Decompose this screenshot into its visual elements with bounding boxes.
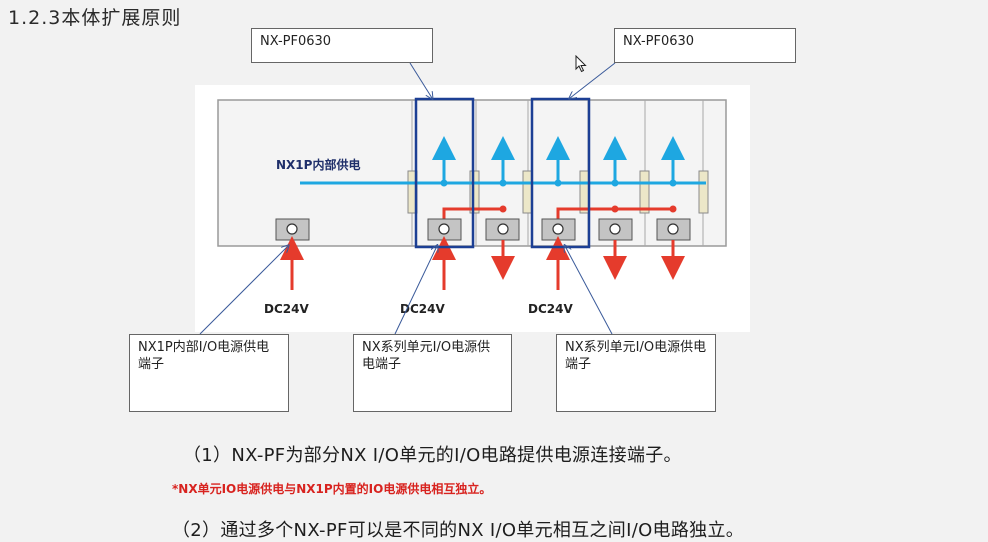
callout-nx1p-terminal: NX1P内部I/O电源供电端子 xyxy=(129,334,289,412)
mouse-cursor-icon xyxy=(575,55,587,73)
io-output-arrows xyxy=(491,240,685,280)
dc24v-input-arrows xyxy=(280,236,570,290)
internal-power-arrows xyxy=(432,136,685,183)
leader-lines xyxy=(199,62,616,335)
callout-text: NX1P内部I/O电源供电端子 xyxy=(138,340,270,372)
callout-text: NX系列单元I/O电源供电端子 xyxy=(565,340,707,372)
callout-nx-terminal-1: NX系列单元I/O电源供电端子 xyxy=(353,334,512,412)
callout-text: NX-PF0630 xyxy=(260,34,332,49)
note-1: （1）NX-PF为部分NX I/O单元的I/O电路提供电源连接端子。 xyxy=(183,445,682,466)
bus-junctions xyxy=(440,179,677,187)
callout-text: NX系列单元I/O电源供电端子 xyxy=(362,340,491,372)
callout-nx-pf0630-left: NX-PF0630 xyxy=(251,28,433,63)
io-junctions xyxy=(499,205,677,213)
pf-highlight-left xyxy=(414,97,475,249)
callout-nx-terminal-2: NX系列单元I/O电源供电端子 xyxy=(556,334,716,412)
bus-label: NX1P内部供电 xyxy=(276,157,360,172)
dc24v-label-1: DC24V xyxy=(264,302,309,316)
note-independent-power: *NX单元IO电源供电与NX1P内置的IO电源供电相互独立。 xyxy=(172,482,492,496)
terminal-screws xyxy=(286,223,679,235)
bus-connectors xyxy=(407,170,709,214)
dc24v-label-3: DC24V xyxy=(528,302,573,316)
note-2: （2）通过多个NX-PF可以是不同的NX I/O单元相互之间I/O电路独立。 xyxy=(172,520,745,541)
callout-text: NX-PF0630 xyxy=(623,34,695,49)
page-title: 1.2.3本体扩展原则 xyxy=(8,7,182,29)
pf-highlight-right xyxy=(530,97,591,249)
callout-nx-pf0630-right: NX-PF0630 xyxy=(614,28,796,63)
dc24v-label-2: DC24V xyxy=(400,302,445,316)
